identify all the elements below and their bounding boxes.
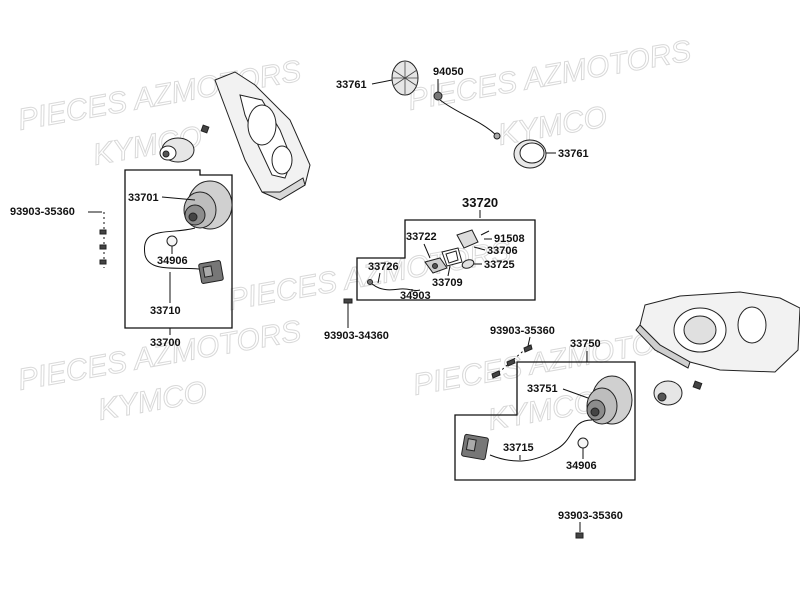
watermark-text: PIECES AZMOTORS (225, 235, 513, 317)
part-label-33722: 33722 (406, 231, 437, 243)
part-label-33750: 33750 (570, 338, 601, 350)
part-label-93903-35360: 93903-35360 (10, 206, 75, 218)
right-headlight-housing (635, 291, 800, 373)
center-parts (367, 229, 490, 292)
part-label-33701: 33701 (128, 192, 159, 204)
part-label-34903: 34903 (400, 290, 431, 302)
left-lamp-motor (144, 180, 233, 284)
part-label-33720: 33720 (462, 195, 498, 210)
watermark-text: KYMCO (95, 375, 209, 427)
part-label-94050: 94050 (433, 66, 464, 78)
part-label-93903-35360: 93903-35360 (490, 325, 555, 337)
watermark-layer: PIECES AZMOTORS KYMCO PIECES AZMOTORS KY… (15, 34, 699, 437)
round-cover-part (513, 139, 547, 169)
screw-93903-35360 (575, 532, 584, 539)
part-label-33700: 33700 (150, 337, 181, 349)
part-label-93903-35360: 93903-35360 (558, 510, 623, 522)
part-label-33715: 33715 (503, 442, 534, 454)
part-label-34906: 34906 (157, 255, 188, 267)
part-label-33751: 33751 (527, 383, 558, 395)
right-bulb-socket (653, 380, 703, 406)
wheel-lens-part (391, 60, 419, 96)
watermark-text: KYMCO (495, 100, 609, 152)
screw-93903-34360 (343, 298, 353, 318)
part-label-33709: 33709 (432, 277, 463, 289)
right-screws (491, 344, 533, 379)
part-label-93903-34360: 93903-34360 (324, 330, 389, 342)
right-lamp-motor (461, 375, 633, 462)
left-screws (99, 212, 107, 268)
part-label-33761: 33761 (336, 79, 367, 91)
assembly-box-33750 (454, 361, 636, 481)
part-label-33726: 33726 (368, 261, 399, 273)
part-label-33706: 33706 (487, 245, 518, 257)
part-label-34906: 34906 (566, 460, 597, 472)
cable-part (433, 91, 501, 140)
assembly-box-33700 (124, 169, 233, 329)
part-label-91508: 91508 (494, 233, 525, 245)
assembly-box-33720 (356, 219, 536, 301)
left-headlight-housing (214, 71, 311, 201)
part-label-33725: 33725 (484, 259, 515, 271)
part-label-33761: 33761 (558, 148, 589, 160)
left-bulb-socket (159, 124, 210, 163)
part-label-33710: 33710 (150, 305, 181, 317)
